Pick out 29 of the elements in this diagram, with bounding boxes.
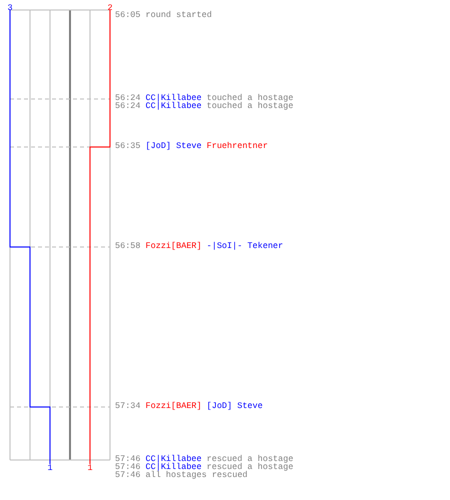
timestamp: 57:46 bbox=[115, 471, 141, 479]
timestamp: 56:24 bbox=[115, 102, 141, 110]
event-text: touched a hostage bbox=[206, 94, 294, 102]
player-name: CC|Killabee bbox=[146, 102, 202, 110]
player-name: -|SoI|- Tekener bbox=[206, 242, 284, 250]
count-number: 2 bbox=[107, 4, 113, 12]
timestamp: 56:35 bbox=[115, 142, 141, 150]
event-text: round started bbox=[146, 11, 212, 19]
event-text: all hostages rescued bbox=[146, 471, 248, 479]
count-number: 3 bbox=[7, 4, 13, 12]
player-name: CC|Killabee bbox=[146, 455, 202, 463]
timestamp: 57:34 bbox=[115, 402, 141, 410]
player-name: CC|Killabee bbox=[146, 94, 202, 102]
timestamp: 57:46 bbox=[115, 455, 141, 463]
timestamp: 56:58 bbox=[115, 242, 141, 250]
timestamp: 56:05 bbox=[115, 11, 141, 19]
event-text: touched a hostage bbox=[206, 102, 294, 110]
event-text: rescued a hostage bbox=[206, 463, 294, 471]
timestamp: 56:24 bbox=[115, 94, 141, 102]
count-number: 1 bbox=[87, 464, 93, 472]
player-name: [JoD] Steve bbox=[206, 402, 263, 410]
player-name: [JoD] Steve bbox=[146, 142, 202, 150]
timestamp: 57:46 bbox=[115, 463, 141, 471]
count-number: 1 bbox=[47, 464, 53, 472]
player-name: Fruehrentner bbox=[206, 142, 268, 150]
player-name: Fozzi[BAER] bbox=[146, 242, 202, 250]
player-name: Fozzi[BAER] bbox=[146, 402, 202, 410]
player-name: CC|Killabee bbox=[146, 463, 202, 471]
event-text: rescued a hostage bbox=[206, 455, 294, 463]
